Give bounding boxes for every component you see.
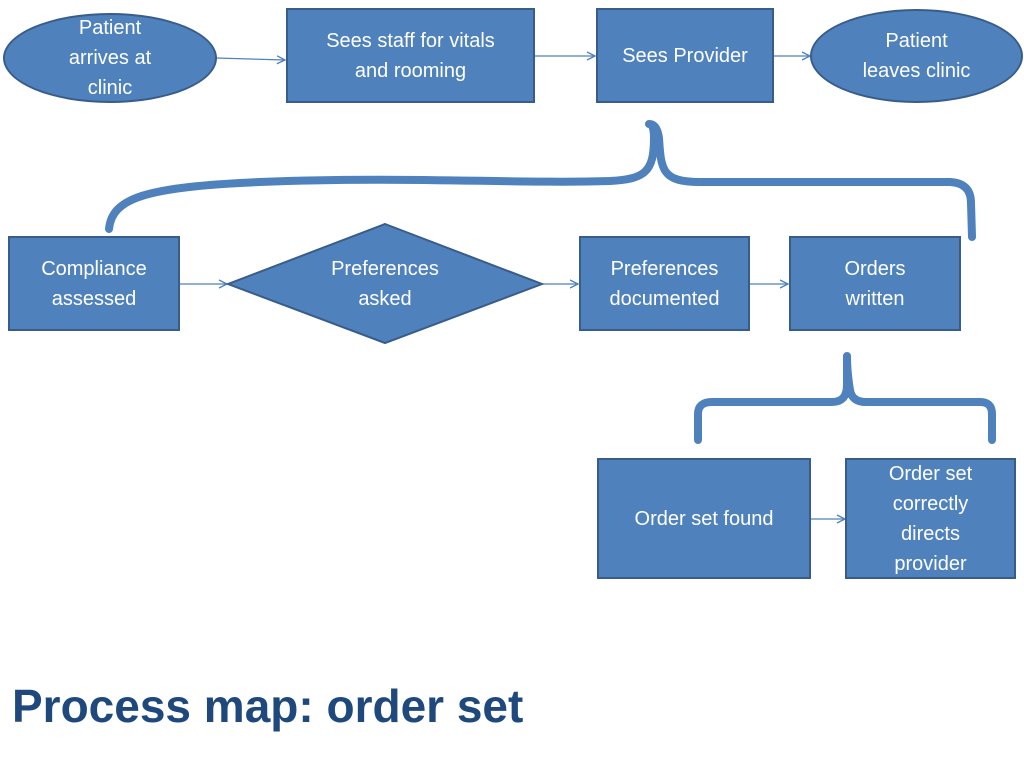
- preferences-asked-node: Preferences asked: [285, 239, 485, 329]
- preferences-documented-node: Preferences documented: [579, 236, 750, 331]
- preferences-asked-label: Preferences asked: [331, 258, 439, 310]
- expansion-brace: [105, 120, 976, 241]
- patient-arrives-label: Patient arrives at clinic: [68, 17, 152, 99]
- sees-provider-node: Sees Provider: [596, 8, 774, 103]
- order-set-found-node: Order set found: [597, 458, 811, 579]
- preferences-documented-label: Preferences documented: [609, 257, 720, 310]
- patient-arrives-node: Patient arrives at clinic: [3, 13, 217, 103]
- page-title: Process map: order set: [12, 680, 524, 732]
- flow-arrow: [215, 58, 285, 60]
- expansion-brace: [694, 352, 996, 444]
- orders-written-label: Orders written: [844, 257, 906, 310]
- order-set-directs-node: Order set correctly directs provider: [845, 458, 1016, 579]
- patient-leaves-label: Patient leaves clinic: [862, 30, 971, 82]
- sees-staff-node: Sees staff for vitals and rooming: [286, 8, 535, 103]
- order-set-directs-label: Order set correctly directs provider: [888, 462, 973, 575]
- order-set-found-label: Order set found: [634, 507, 774, 530]
- sees-staff-label: Sees staff for vitals and rooming: [326, 29, 495, 82]
- orders-written-node: Orders written: [789, 236, 961, 331]
- sees-provider-label: Sees Provider: [622, 44, 748, 67]
- compliance-assessed-node: Compliance assessed: [8, 236, 180, 331]
- compliance-assessed-label: Compliance assessed: [41, 257, 147, 310]
- preferences-asked-diamond: [225, 222, 545, 345]
- patient-leaves-node: Patient leaves clinic: [810, 9, 1023, 103]
